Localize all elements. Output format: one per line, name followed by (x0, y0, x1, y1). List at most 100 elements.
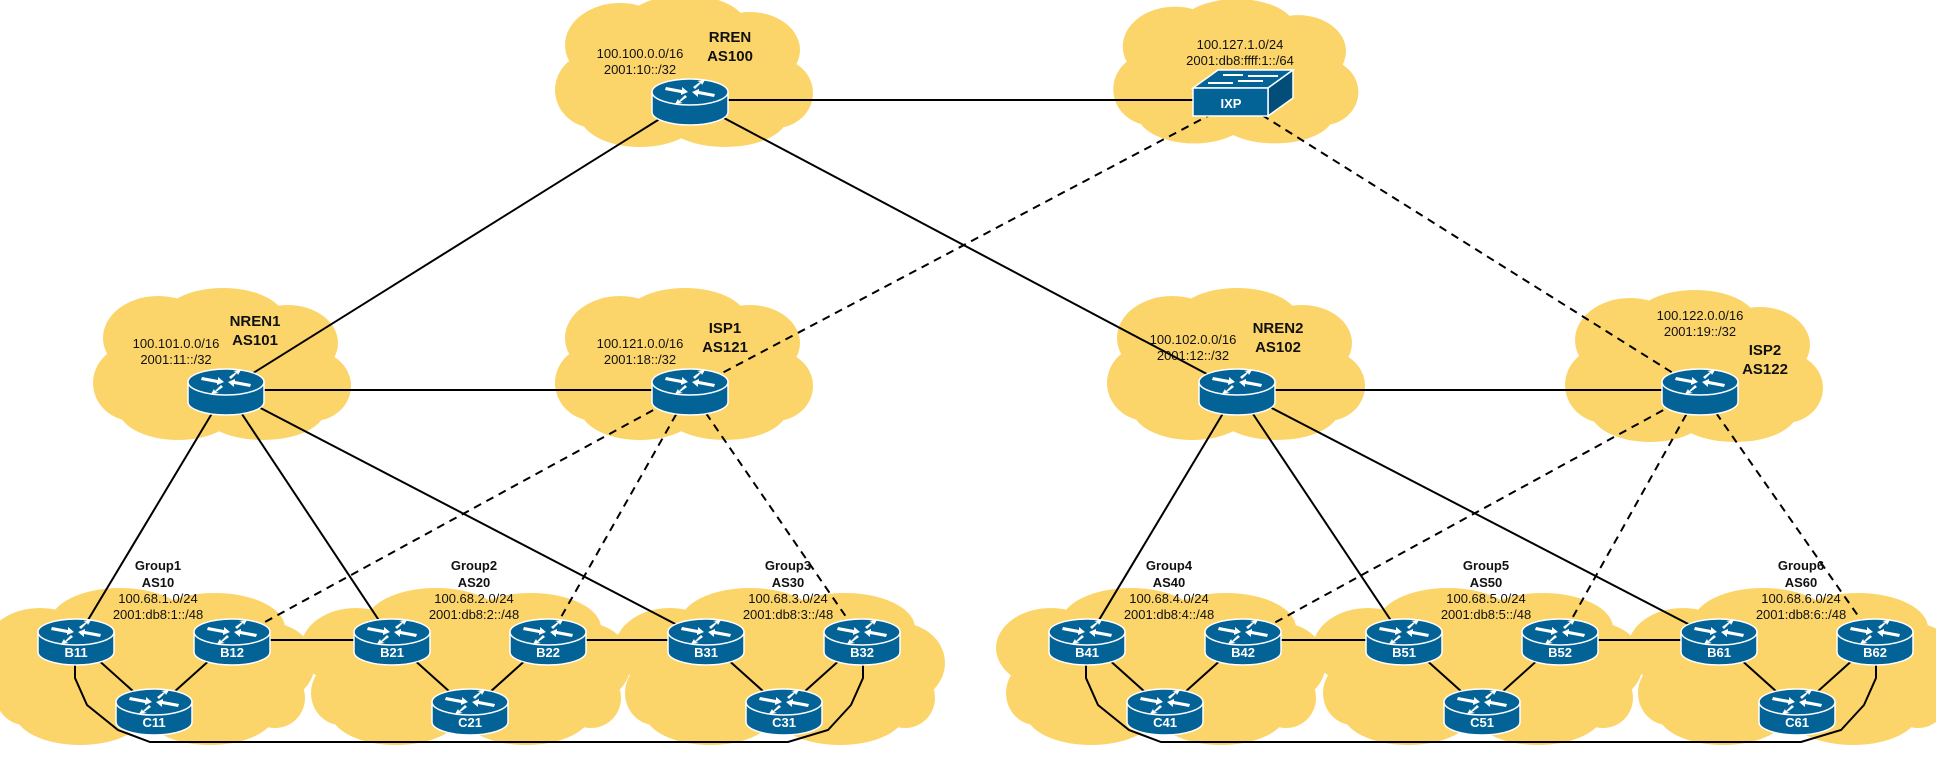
group6-as: AS60 (1785, 575, 1818, 590)
router-c51[interactable]: C51 (1443, 688, 1521, 736)
group4-name: Group4 (1146, 558, 1193, 573)
nren1-as: AS101 (232, 332, 278, 349)
cloud-nren1 (93, 288, 351, 440)
clouds-layer (0, 0, 1936, 745)
group1-ipv6: 2001:db8:1::/48 (113, 607, 203, 622)
group3-name: Group3 (765, 558, 811, 573)
group3-ipv6: 2001:db8:3::/48 (743, 607, 833, 622)
router-b11[interactable]: B11 (37, 618, 115, 666)
nren1-ipv6: 2001:11::/32 (140, 352, 211, 367)
link-rren-nren1 (225, 99, 691, 391)
router-c21[interactable]: C21 (431, 688, 509, 736)
router-nren2[interactable] (1198, 368, 1276, 416)
link-nren2-B61 (1236, 389, 1720, 641)
router-b62[interactable]: B62 (1836, 618, 1914, 666)
group2-as: AS20 (458, 575, 491, 590)
router-c11[interactable]: C11 (115, 688, 193, 736)
cloud-isp1 (555, 288, 813, 440)
router-label: C11 (142, 715, 165, 730)
group5-name: Group5 (1463, 558, 1509, 573)
group3-ipv4: 100.68.3.0/24 (748, 591, 828, 606)
group1-ipv4: 100.68.1.0/24 (118, 591, 198, 606)
router-label: C61 (1785, 715, 1809, 730)
router-b42[interactable]: B42 (1204, 618, 1282, 666)
isp1-as: AS121 (702, 339, 748, 356)
group5-ipv4: 100.68.5.0/24 (1446, 591, 1526, 606)
router-icon (1661, 368, 1739, 416)
ixp-ipv6: 2001:db8:ffff:1::/64 (1186, 53, 1294, 68)
group4-ipv4: 100.68.4.0/24 (1129, 591, 1209, 606)
router-label: B31 (694, 645, 718, 660)
router-nren1[interactable] (187, 368, 265, 416)
router-b61[interactable]: B61 (1680, 618, 1758, 666)
switch-icon (1190, 68, 1296, 118)
group1-as: AS10 (142, 575, 175, 590)
router-label: C51 (1470, 715, 1494, 730)
router-label: B51 (1392, 645, 1416, 660)
group1-name: Group1 (135, 558, 181, 573)
router-b52[interactable]: B52 (1521, 618, 1599, 666)
link-nren1-B31 (225, 389, 707, 641)
group2-ipv4: 100.68.2.0/24 (434, 591, 514, 606)
link-isp1-B22 (547, 389, 691, 641)
rren-ipv6: 2001:10::/32 (604, 62, 676, 77)
group6-name: Group6 (1778, 558, 1824, 573)
group4-as: AS40 (1153, 575, 1186, 590)
rren-name: RREN (709, 29, 752, 46)
router-isp2[interactable] (1661, 368, 1739, 416)
router-b22[interactable]: B22 (509, 618, 587, 666)
router-c31[interactable]: C31 (745, 688, 823, 736)
link-nren1-B11 (75, 389, 227, 641)
router-b31[interactable]: B31 (667, 618, 745, 666)
nren1-name: NREN1 (230, 313, 281, 330)
link-B11-B32 (74, 656, 864, 743)
group6-ipv6: 2001:db8:6::/48 (1756, 607, 1846, 622)
router-rren[interactable] (651, 78, 729, 126)
router-label: C21 (458, 715, 482, 730)
switch-ixp[interactable]: IXP (1190, 68, 1296, 118)
link-isp2-B52 (1559, 389, 1701, 641)
nren2-ipv4: 100.102.0.0/16 (1150, 332, 1237, 347)
router-label: B32 (850, 645, 874, 660)
link-isp2-B42 (1242, 389, 1701, 641)
router-label: B41 (1075, 645, 1099, 660)
group4-ipv6: 2001:db8:4::/48 (1124, 607, 1214, 622)
router-b21[interactable]: B21 (353, 618, 431, 666)
group3-as: AS30 (772, 575, 805, 590)
nren2-name: NREN2 (1253, 320, 1304, 337)
router-label: B42 (1231, 645, 1255, 660)
group2-ipv6: 2001:db8:2::/48 (429, 607, 519, 622)
isp1-name: ISP1 (709, 320, 742, 337)
group6-ipv4: 100.68.6.0/24 (1761, 591, 1841, 606)
link-isp1-B32 (689, 389, 863, 641)
ixp-ipv4: 100.127.1.0/24 (1197, 37, 1284, 52)
router-label: C41 (1153, 715, 1177, 730)
router-b41[interactable]: B41 (1048, 618, 1126, 666)
link-isp1-B12 (231, 389, 691, 641)
router-label: C31 (772, 715, 796, 730)
nren2-ipv6: 2001:12::/32 (1157, 348, 1229, 363)
router-b12[interactable]: B12 (193, 618, 271, 666)
router-b51[interactable]: B51 (1365, 618, 1443, 666)
router-icon (651, 368, 729, 416)
link-nren2-B41 (1086, 389, 1238, 641)
ixp-device-label: IXP (1221, 96, 1242, 111)
link-ixp-isp1 (689, 99, 1239, 391)
router-b32[interactable]: B32 (823, 618, 901, 666)
domain-labels: RREN AS100 100.100.0.0/16 2001:10::/32 1… (133, 29, 1788, 378)
router-isp1[interactable] (651, 368, 729, 416)
devices-layer: IXP (187, 68, 1739, 416)
router-label: B52 (1548, 645, 1572, 660)
group5-as: AS50 (1470, 575, 1503, 590)
router-c41[interactable]: C41 (1126, 688, 1204, 736)
isp2-ipv4: 100.122.0.0/16 (1657, 308, 1744, 323)
router-c61[interactable]: C61 (1758, 688, 1836, 736)
rren-as: AS100 (707, 48, 753, 65)
link-isp2-B62 (1699, 389, 1876, 641)
router-label: B62 (1863, 645, 1887, 660)
isp1-ipv4: 100.121.0.0/16 (597, 336, 684, 351)
link-ixp-isp2 (1237, 99, 1701, 391)
